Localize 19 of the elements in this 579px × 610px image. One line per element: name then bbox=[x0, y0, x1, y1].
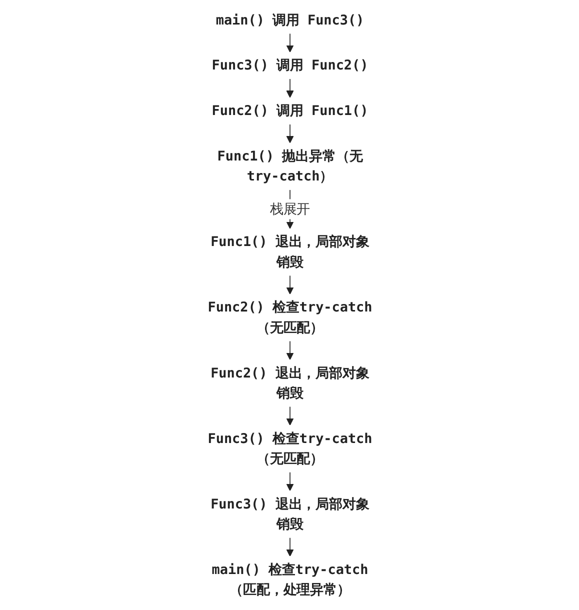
arrow bbox=[286, 406, 294, 426]
edge-label: 栈展开 bbox=[269, 200, 310, 217]
arrow bbox=[286, 275, 294, 294]
node-text: Func1() 退出，局部对象销毁 bbox=[210, 234, 369, 270]
node-text: Func2() 检查try-catch（无匹配） bbox=[207, 299, 372, 336]
arrow bbox=[286, 472, 294, 492]
arrow bbox=[286, 340, 294, 360]
node-text: Func3() 退出，局部对象销毁 bbox=[210, 496, 369, 532]
arrow bbox=[286, 33, 294, 52]
node-text: main() 检查try-catch（匹配，处理异常） bbox=[211, 561, 368, 598]
node-text: main() 调用 Func3() bbox=[215, 12, 364, 28]
node-text: Func2() 调用 Func1() bbox=[211, 102, 368, 118]
node-text: Func3() 检查try-catch（无匹配） bbox=[207, 430, 372, 466]
arrow bbox=[286, 537, 294, 557]
node-text: Func2() 退出，局部对象销毁 bbox=[210, 364, 369, 401]
node-text: Func3() 调用 Func2() bbox=[211, 57, 368, 74]
arrow bbox=[286, 78, 294, 98]
node-text: Func1() 抛出异常（无try-catch） bbox=[216, 148, 362, 184]
arrow bbox=[286, 124, 294, 144]
